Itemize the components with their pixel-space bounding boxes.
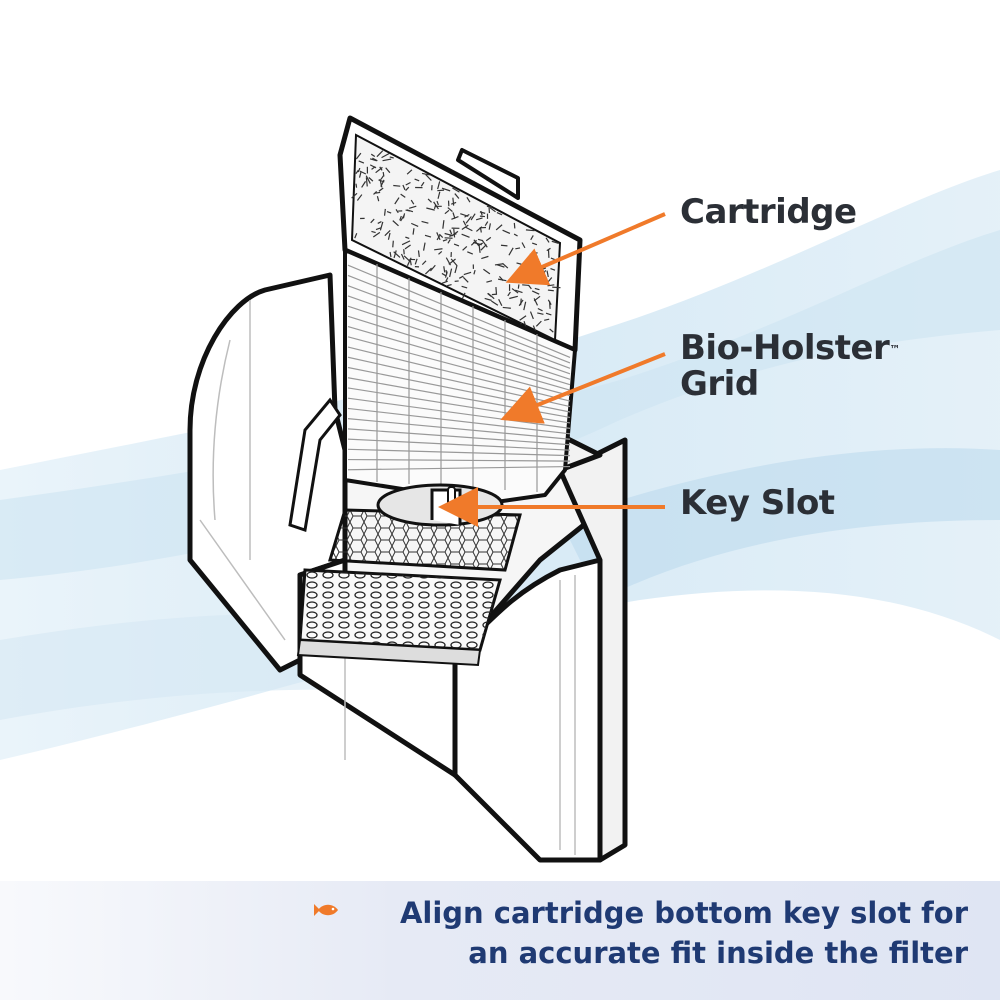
label-bio-holster-grid: Bio-Holster™ Grid	[680, 330, 900, 402]
trademark-mark: ™	[889, 343, 900, 356]
label-cartridge: Cartridge	[680, 192, 857, 232]
caption-line-1: Align cartridge bottom key slot for	[399, 896, 968, 930]
callout-arrows	[438, 212, 666, 527]
fish-icon	[314, 904, 338, 916]
arrow-bio-holster	[500, 352, 666, 424]
housing-detail-lines	[199, 300, 576, 855]
cartridge	[337, 115, 583, 527]
arrow-cartridge	[505, 212, 666, 286]
bottom-trays	[296, 508, 522, 667]
side-handle	[288, 397, 342, 532]
key-slot-notch	[447, 486, 456, 506]
caption-text: Align cartridge bottom key slot for an a…	[400, 893, 968, 973]
caption-banner	[0, 881, 1000, 1000]
label-grid: Grid	[680, 364, 759, 404]
label-key-slot: Key Slot	[680, 483, 835, 523]
caption-line-2: an accurate fit inside the filter	[468, 936, 968, 970]
label-bio-holster: Bio-Holster	[680, 328, 890, 368]
